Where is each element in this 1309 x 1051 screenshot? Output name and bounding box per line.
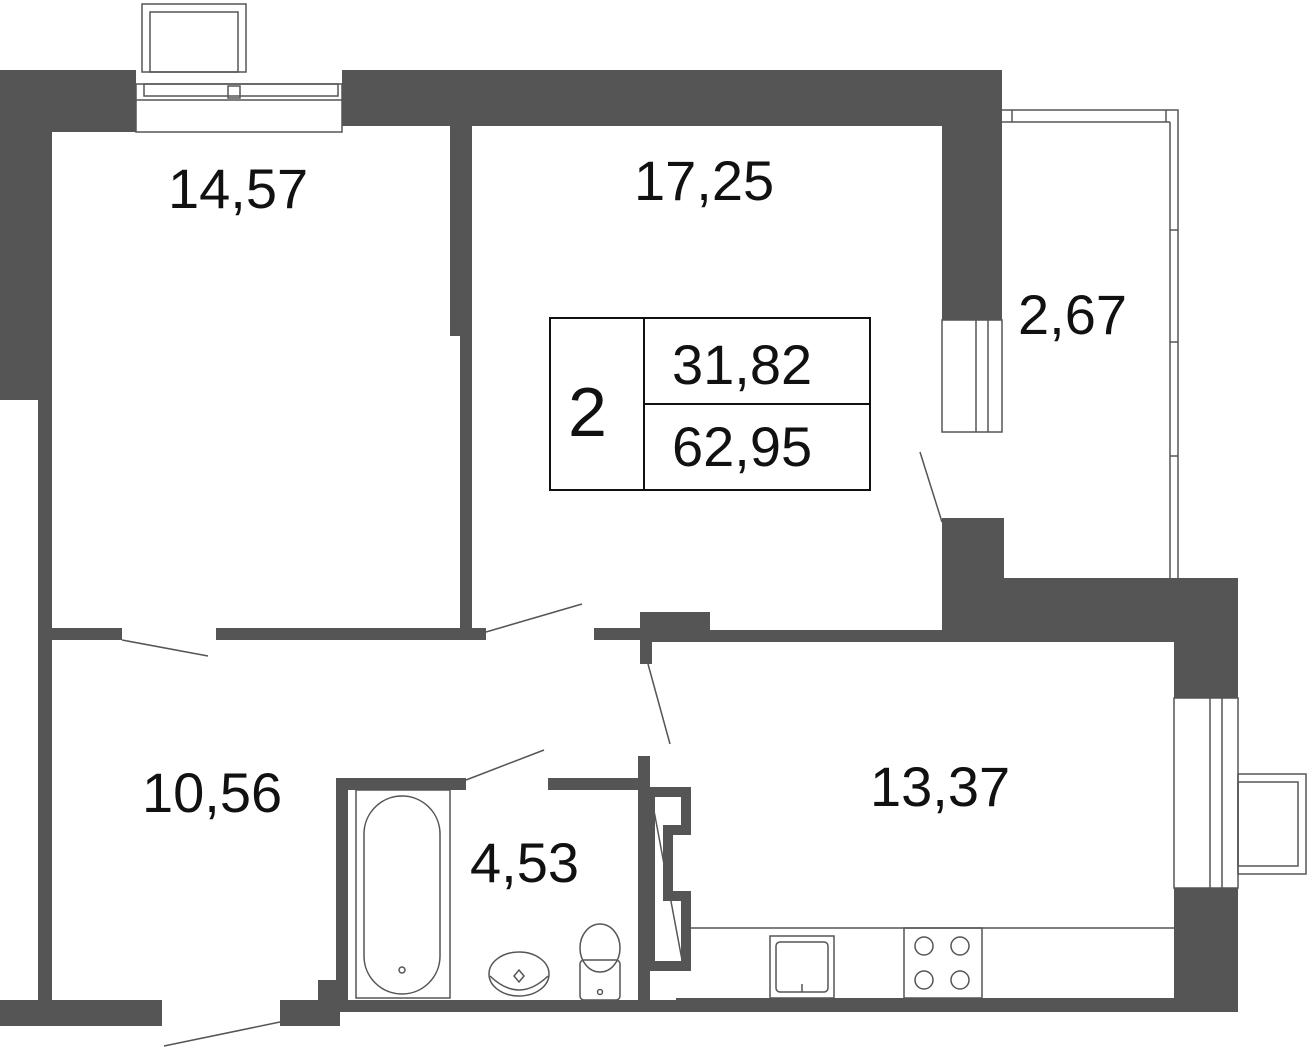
toilet-bowl bbox=[579, 923, 621, 973]
bedroom-area: 14,57 bbox=[168, 157, 308, 220]
wall-hall-top-mid bbox=[216, 628, 486, 640]
door-bathroom bbox=[465, 749, 545, 781]
wall-kitchen-left-stub bbox=[640, 612, 652, 664]
door-living bbox=[485, 603, 583, 633]
vent-diagonal bbox=[651, 799, 683, 961]
door-balcony bbox=[919, 451, 943, 523]
wall-kitchen-bottom bbox=[676, 998, 1176, 1012]
wall-bath-left bbox=[336, 778, 348, 1008]
windows bbox=[135, 3, 1307, 889]
sink-faucet-icon bbox=[513, 968, 525, 984]
wall-hall-top-right bbox=[594, 628, 654, 640]
rooms-count: 2 bbox=[568, 373, 607, 451]
window-bedroom bbox=[135, 83, 343, 133]
burner-icon bbox=[914, 970, 934, 990]
vent-shaft bbox=[645, 787, 691, 971]
wall-bath-top-left bbox=[336, 778, 466, 790]
bathroom-area: 4,53 bbox=[470, 831, 579, 894]
burner-icon bbox=[950, 936, 970, 956]
window-kitchen bbox=[1173, 697, 1239, 889]
wall-bedroom-living bbox=[450, 126, 472, 336]
wall-bottom-left bbox=[0, 1000, 162, 1026]
balcony bbox=[1002, 109, 1179, 578]
burner-icon bbox=[914, 936, 934, 956]
wall-balcony-step bbox=[990, 518, 1004, 578]
wall-top-main bbox=[342, 70, 1002, 126]
summary-box: 2 31,82 62,95 bbox=[549, 317, 871, 491]
toilet-tank bbox=[579, 959, 621, 1001]
wall-left-lower bbox=[38, 400, 52, 1025]
burner-icon bbox=[950, 970, 970, 990]
window-living-balcony bbox=[941, 319, 1003, 433]
wall-top-left bbox=[0, 70, 136, 132]
living-area: 17,25 bbox=[634, 149, 774, 212]
wall-kitchen-top-long bbox=[700, 630, 950, 642]
window-bedroom-frame bbox=[141, 3, 247, 73]
door-bedroom bbox=[121, 639, 209, 657]
window-kitchen-frame bbox=[1237, 773, 1307, 875]
fixtures bbox=[355, 789, 1174, 1001]
bathroom-sink bbox=[488, 951, 550, 997]
bathtub-drain bbox=[398, 966, 406, 974]
bathtub-inner bbox=[363, 795, 441, 995]
wall-hall-top-left bbox=[52, 628, 122, 640]
bathtub bbox=[355, 789, 451, 999]
kitchen-area: 13,37 bbox=[870, 755, 1010, 818]
walls bbox=[0, 70, 1238, 1026]
wall-living-right-upper bbox=[942, 70, 1002, 320]
wall-bath-top-right bbox=[548, 778, 648, 790]
hall-area: 10,56 bbox=[142, 761, 282, 824]
wall-kitchen-right-upper bbox=[1174, 578, 1238, 698]
total-area: 62,95 bbox=[672, 415, 812, 478]
kitchen-stove bbox=[903, 927, 983, 999]
door-entrance bbox=[163, 1021, 281, 1047]
living-area-total: 31,82 bbox=[672, 333, 812, 396]
wall-bedroom-living-lower bbox=[460, 336, 472, 636]
door-kitchen bbox=[647, 663, 671, 745]
balcony-area: 2,67 bbox=[1018, 283, 1127, 346]
wall-kitchen-right-lower bbox=[1174, 888, 1238, 1010]
kitchen-sink bbox=[769, 935, 835, 999]
doors bbox=[121, 451, 943, 1047]
